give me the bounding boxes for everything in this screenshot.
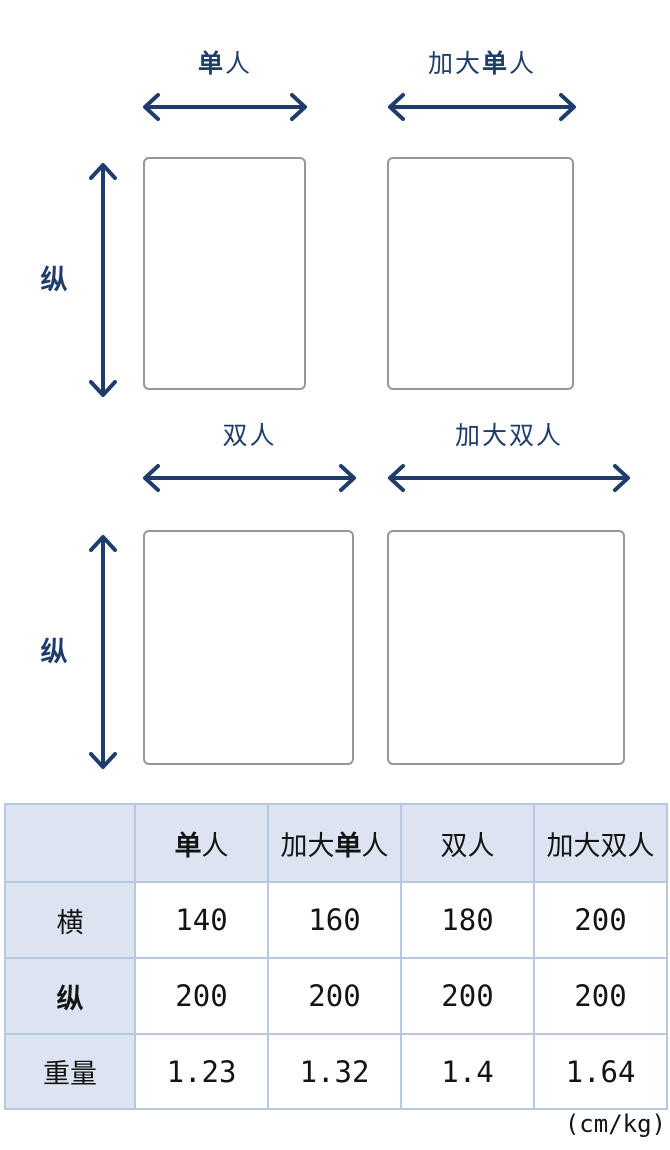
column-header-single: 单人: [134, 803, 269, 883]
size-label-xl-single: 加大单人: [427, 50, 537, 78]
table-cell: 1.32: [267, 1033, 402, 1110]
row-label-width: 横: [4, 881, 136, 959]
table-corner-cell: [4, 803, 136, 883]
size-label-xl-double: 加大双人: [454, 422, 563, 450]
table-cell: 200: [267, 957, 402, 1035]
bed-outline-single: [143, 157, 306, 390]
table-cell: 180: [400, 881, 535, 959]
table-cell: 160: [267, 881, 402, 959]
height-arrow-icon: [89, 535, 117, 769]
row-label-weight: 重量: [4, 1033, 136, 1110]
width-arrow-icon: [388, 93, 576, 121]
table-cell: 200: [533, 881, 668, 959]
table-cell: 200: [533, 957, 668, 1035]
table-cell: 140: [134, 881, 269, 959]
table-row: 纵 200 200 200 200: [4, 957, 668, 1035]
table-row: 横 140 160 180 200: [4, 881, 668, 959]
height-arrow-icon: [89, 163, 117, 397]
table-cell: 200: [134, 957, 269, 1035]
table-cell: 200: [400, 957, 535, 1035]
width-arrow-icon: [143, 93, 307, 121]
row-label-length: 纵: [4, 957, 136, 1035]
table-row: 重量 1.23 1.32 1.4 1.64: [4, 1033, 668, 1110]
column-header-xl-single: 加大单人: [267, 803, 402, 883]
table-cell: 1.23: [134, 1033, 269, 1110]
width-arrow-icon: [388, 464, 630, 492]
vertical-axis-label: 纵: [40, 265, 68, 295]
column-header-xl-double: 加大双人: [533, 803, 668, 883]
bed-outline-double: [143, 530, 354, 765]
column-header-double: 双人: [400, 803, 535, 883]
bed-outline-xl-single: [387, 157, 574, 390]
table-header-row: 单人 加大单人 双人 加大双人: [4, 803, 668, 883]
vertical-axis-label: 纵: [40, 637, 68, 667]
bed-outline-xl-double: [387, 530, 625, 765]
size-label-single: 单人: [197, 50, 253, 78]
table-cell: 1.64: [533, 1033, 668, 1110]
unit-note: (cm/kg): [564, 1110, 666, 1138]
size-label-double: 双人: [222, 422, 277, 450]
width-arrow-icon: [143, 464, 356, 492]
table-cell: 1.4: [400, 1033, 535, 1110]
size-table: 单人 加大单人 双人 加大双人 横 140 160 180 200 纵 200 …: [4, 803, 668, 1110]
